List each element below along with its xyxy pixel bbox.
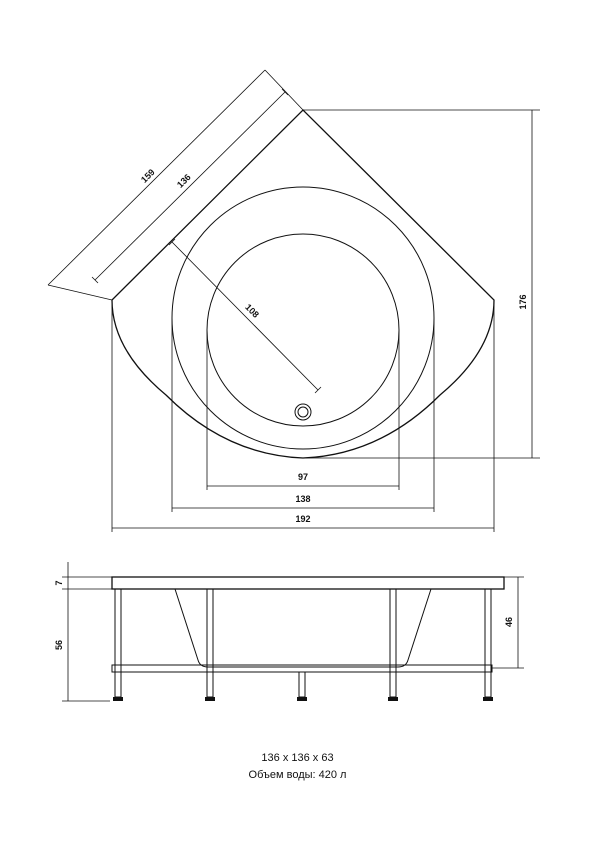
dim-label-56: 56 bbox=[54, 640, 64, 650]
side-leg-5 bbox=[484, 588, 492, 698]
side-leg-1 bbox=[114, 588, 122, 698]
dim-label-136-diag: 136 bbox=[175, 172, 193, 190]
side-foot-4 bbox=[388, 697, 398, 701]
plan-inner-bowl bbox=[206, 233, 400, 427]
side-foot-3 bbox=[297, 697, 307, 701]
caption-size: 136 x 136 x 63 bbox=[261, 752, 334, 764]
dim-label-159: 159 bbox=[139, 167, 157, 185]
side-foot-5 bbox=[483, 697, 493, 701]
side-frame-bar bbox=[111, 664, 493, 673]
side-rim bbox=[111, 576, 505, 590]
dim-label-7: 7 bbox=[54, 580, 64, 585]
plan-drain bbox=[294, 403, 312, 421]
plan-drain-inner bbox=[297, 406, 309, 418]
dim-label-176: 176 bbox=[518, 294, 528, 309]
plan-outer-contour bbox=[111, 109, 495, 459]
dim-label-97: 97 bbox=[298, 472, 308, 482]
plan-view: 159 136 108 176 97 138 192 bbox=[47, 69, 540, 532]
side-view: 7 56 46 bbox=[54, 562, 524, 702]
dim-label-138: 138 bbox=[295, 494, 310, 504]
plan-outer-bowl bbox=[171, 186, 435, 450]
caption-volume: Объем воды: 420 л bbox=[248, 769, 347, 781]
side-foot-1 bbox=[113, 697, 123, 701]
side-leg-2 bbox=[206, 588, 214, 698]
side-leg-4 bbox=[389, 588, 397, 698]
dim-label-46: 46 bbox=[504, 617, 514, 627]
side-leg-3 bbox=[298, 671, 306, 698]
dim-label-192: 192 bbox=[295, 514, 310, 524]
side-bowl bbox=[174, 588, 432, 668]
side-foot-2 bbox=[205, 697, 215, 701]
